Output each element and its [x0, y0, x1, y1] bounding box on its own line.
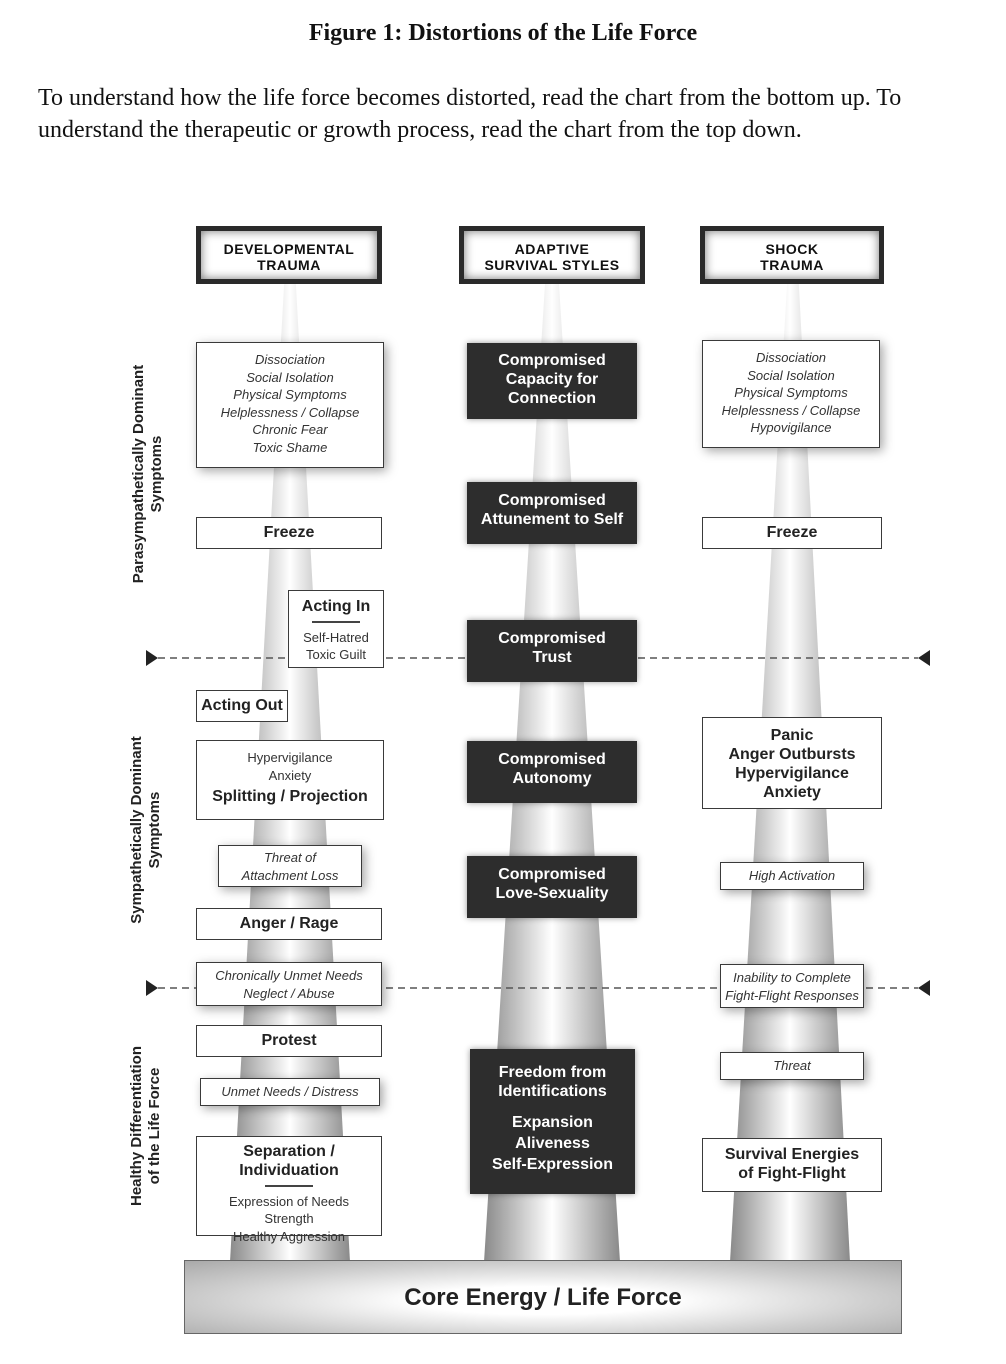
panic-anger-outbursts: Panic Anger Outbursts Hypervigilance Anx…	[702, 717, 882, 809]
compromised-capacity-for-connection: Compromised Capacity for Connection	[467, 343, 637, 419]
developmental-parasympathetic-symptoms: Dissociation Social Isolation Physical S…	[196, 342, 384, 468]
compromised-trust: Compromised Trust	[467, 620, 637, 682]
divider-lower-left-arrow	[146, 980, 158, 996]
threat-of-attachment-loss: Threat of Attachment Loss	[218, 845, 362, 887]
survival-energies: Survival Energies of Fight-Flight	[702, 1138, 882, 1192]
intro-text: To understand how the life force becomes…	[38, 85, 902, 143]
header-adaptive-survival-styles: AdaptiveSurvival Styles	[459, 226, 645, 284]
inability-to-complete: Inability to Complete Fight-Flight Respo…	[720, 964, 864, 1008]
compromised-love-sexuality: Compromised Love-Sexuality	[467, 856, 637, 918]
chronically-unmet-needs: Chronically Unmet Needs Neglect / Abuse	[196, 962, 382, 1006]
developmental-freeze: Freeze	[196, 517, 382, 549]
header-developmental-trauma: DevelopmentalTrauma	[196, 226, 382, 284]
compromised-autonomy: Compromised Autonomy	[467, 741, 637, 803]
acting-out: Acting Out	[196, 690, 288, 722]
shock-parasympathetic-symptoms: Dissociation Social Isolation Physical S…	[702, 340, 880, 448]
shock-freeze: Freeze	[702, 517, 882, 549]
acting-in: Acting In Self-Hatred Toxic Guilt	[288, 590, 384, 668]
anger-rage: Anger / Rage	[196, 908, 382, 940]
shock-threat: Threat	[720, 1052, 864, 1080]
developmental-hypervigilance-splitting: Hypervigilance Anxiety Splitting / Proje…	[196, 740, 384, 820]
divider-upper-left-arrow	[146, 650, 158, 666]
divider-upper-right-arrow	[918, 650, 930, 666]
unmet-needs-distress: Unmet Needs / Distress	[200, 1078, 380, 1106]
protest: Protest	[196, 1025, 382, 1057]
compromised-attunement-to-self: Compromised Attunement to Self	[467, 482, 637, 544]
high-activation: High Activation	[720, 862, 864, 890]
freedom-from-identifications: Freedom from Identifications Expansion A…	[470, 1049, 635, 1194]
figure-title: Figure 1: Distortions of the Life Force	[308, 20, 698, 46]
core-energy-life-force: Core Energy / Life Force	[184, 1260, 902, 1334]
divider-lower-right-arrow	[918, 980, 930, 996]
header-shock-trauma: ShockTrauma	[700, 226, 884, 284]
separation-individuation: Separation / Individuation Expression of…	[196, 1136, 382, 1244]
